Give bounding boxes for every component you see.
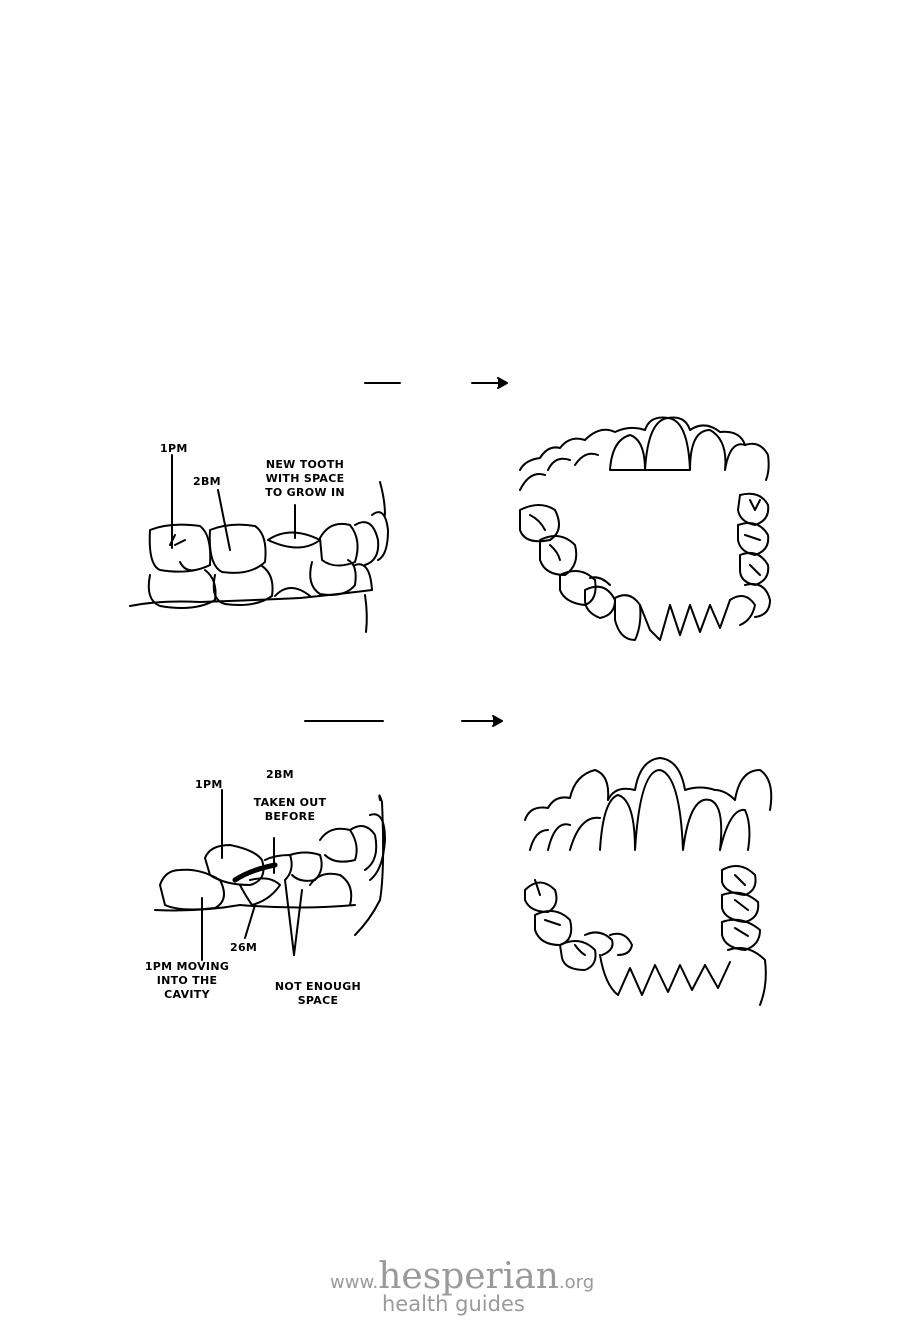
logo-www: www.: [330, 1272, 379, 1293]
label-not-enough-space: NOT ENOUGH SPACE: [274, 980, 362, 1007]
mouth-view-healthy-teeth: [519, 416, 771, 641]
label-2bm-bottom: 2BM: [266, 768, 294, 781]
label-taken-out: TAKEN OUT BEFORE: [253, 796, 327, 823]
label-1pm-bottom: 1PM: [195, 778, 223, 791]
side-view-crowded-teeth: [154, 789, 386, 961]
label-1pm-top: 1PM: [160, 442, 188, 455]
arrow-bottom: [304, 715, 503, 727]
label-2bm-top: 2BM: [193, 475, 221, 488]
label-26m: 26M: [230, 941, 258, 954]
logo-brand: hesperian: [378, 1256, 559, 1297]
label-new-tooth: NEW TOOTH WITH SPACE TO GROW IN: [265, 458, 345, 499]
mouth-view-crowded-teeth: [524, 757, 773, 1006]
side-view-healthy-teeth: [129, 454, 389, 633]
label-moving-into-cavity: 1PM MOVING INTO THE CAVITY: [144, 960, 230, 1001]
logo-org: .org: [558, 1272, 595, 1293]
arrow-top: [364, 377, 508, 389]
logo-subtitle: health guides: [382, 1292, 525, 1316]
hesperian-logo: www.hesperian.org health guides: [330, 1256, 595, 1316]
